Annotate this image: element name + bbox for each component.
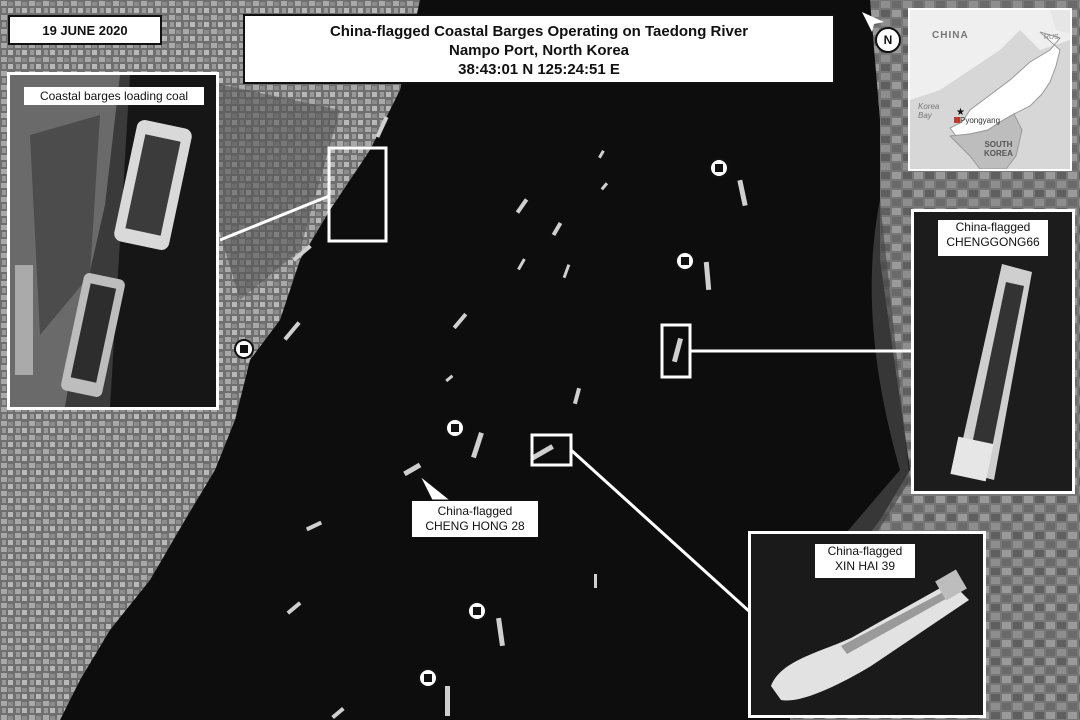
inset-chenggong-label: China-flagged CHENGGONG66	[938, 220, 1048, 256]
inset-xinhai39: China-flagged XIN HAI 39	[748, 531, 986, 718]
inset-xinhai-image	[751, 534, 983, 715]
callout-cheng-hong-28: China-flagged CHENG HONG 28	[411, 500, 539, 538]
inset-xinhai-label-line-2: XIN HAI 39	[834, 559, 896, 573]
ship-marker	[418, 668, 438, 688]
map-label-pyongyang: Pyongyang	[960, 116, 1001, 125]
date-label: 19 JUNE 2020	[8, 15, 162, 45]
map-label-south-korea-line-2: KOREA	[984, 149, 1013, 158]
locator-map-shape	[910, 10, 1070, 169]
north-arrow-icon	[862, 12, 884, 32]
title-block: China-flagged Coastal Barges Operating o…	[243, 14, 835, 84]
ship-marker	[709, 158, 729, 178]
north-indicator: N	[875, 27, 901, 53]
map-label-south-korea-line-1: SOUTH	[984, 140, 1013, 149]
inset-coal-image	[10, 75, 216, 407]
title-line-1: China-flagged Coastal Barges Operating o…	[329, 23, 749, 40]
title-line-3: 38:43:01 N 125:24:51 E	[458, 61, 620, 78]
inset-chenggong-label-line-1: China-flagged	[955, 220, 1031, 234]
pyongyang-star-icon: ★	[956, 107, 965, 118]
inset-chenggong-image	[914, 212, 1072, 491]
inset-chenggong-label-line-2: CHENGGONG66	[946, 235, 1040, 249]
inset-xinhai-label-line-1: China-flagged	[827, 544, 903, 558]
map-label-korea-bay: Korea Bay	[918, 102, 940, 120]
ship-marker	[467, 601, 487, 621]
title-line-2: Nampo Port, North Korea	[448, 42, 629, 59]
map-label-russia: RUS.	[1044, 34, 1061, 41]
inset-xinhai-label: China-flagged XIN HAI 39	[815, 544, 915, 578]
map-label-south-korea: SOUTH KOREA	[984, 140, 1013, 158]
map-label-china: CHINA	[932, 30, 969, 41]
ship-marker	[675, 251, 695, 271]
inset-coal-label: Coastal barges loading coal	[24, 87, 204, 105]
locator-map: CHINA RUS. Korea Bay ★ Pyongyang SOUTH K…	[908, 8, 1072, 171]
callout-cheng-hong-line-1: China-flagged	[437, 504, 513, 518]
inset-chenggong66: China-flagged CHENGGONG66	[911, 209, 1075, 494]
ship-marker	[234, 339, 254, 359]
ship-marker	[445, 418, 465, 438]
inset-coal-loading: Coastal barges loading coal	[7, 72, 219, 410]
nampo-marker	[954, 117, 960, 123]
callout-cheng-hong-line-2: CHENG HONG 28	[425, 519, 525, 533]
